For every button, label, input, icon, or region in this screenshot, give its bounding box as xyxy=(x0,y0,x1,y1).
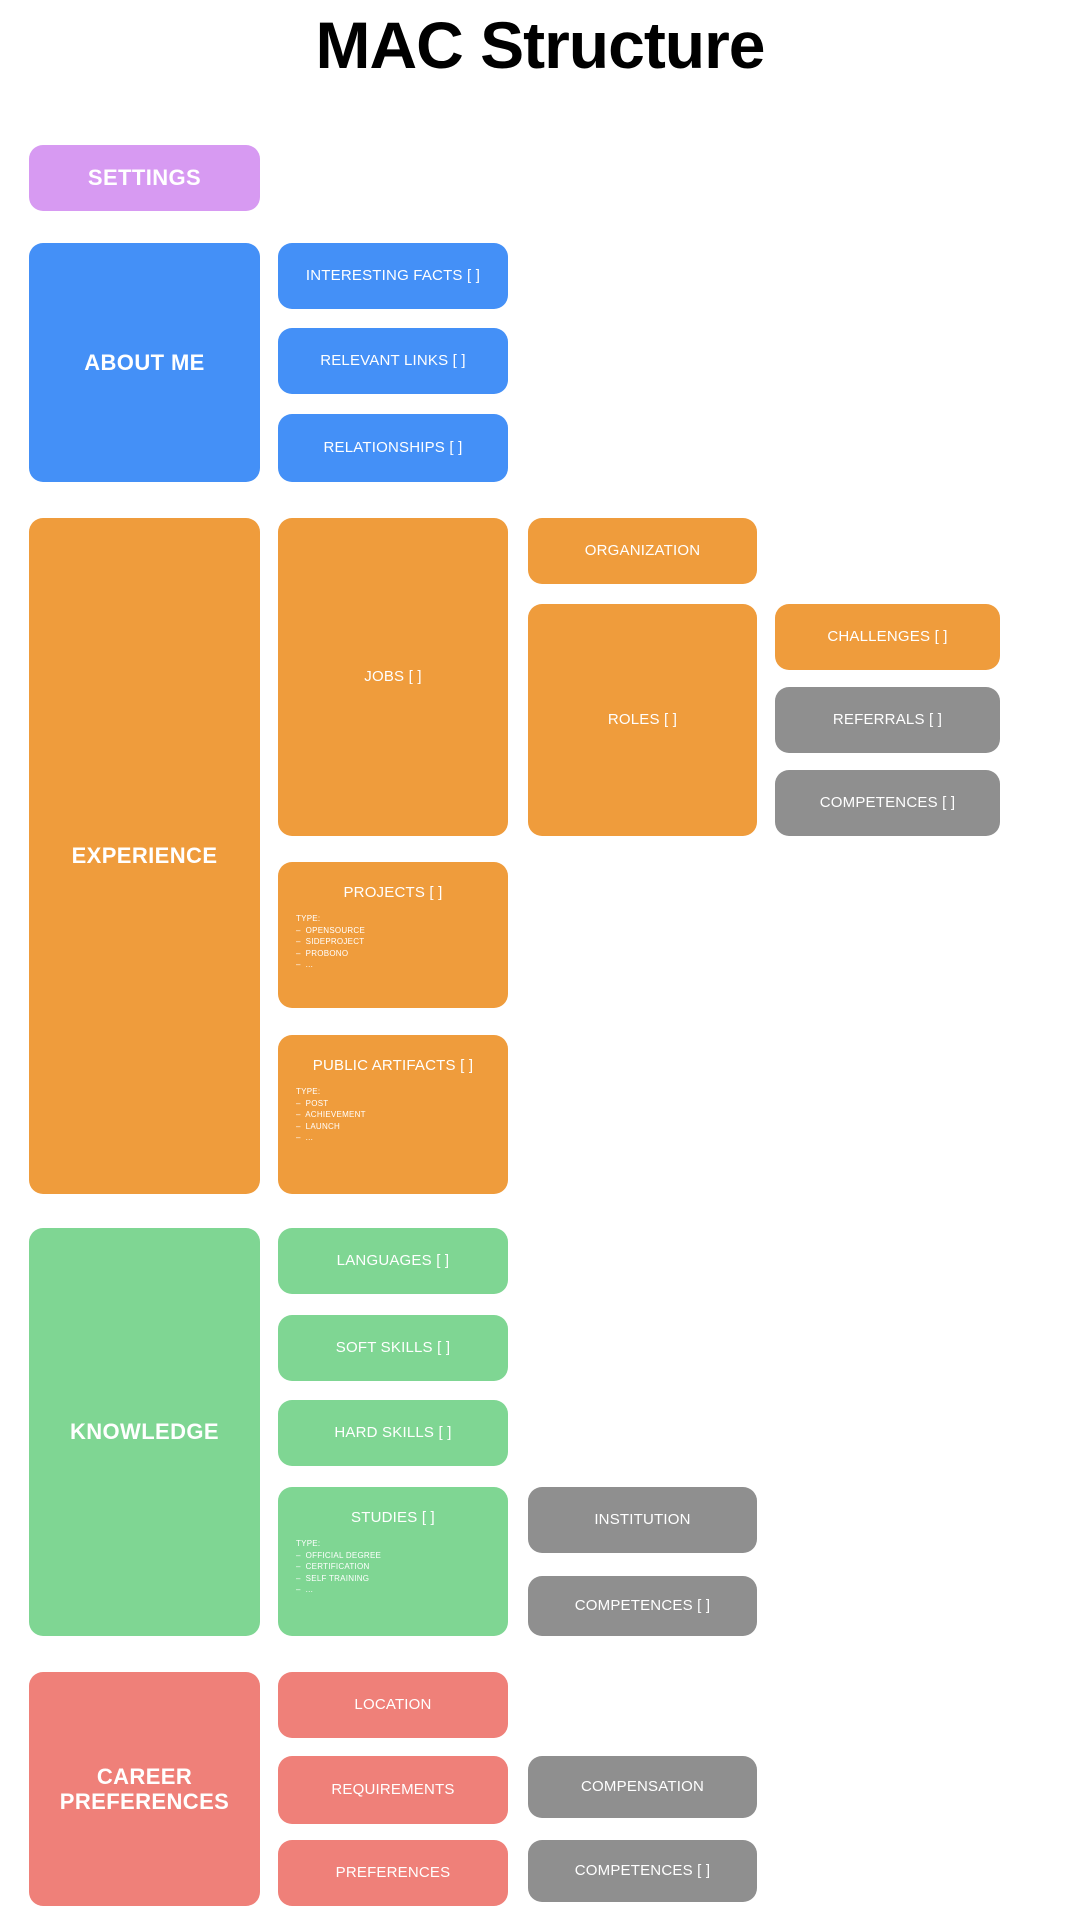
node-interesting-facts[interactable]: INTERESTING FACTS [ ] xyxy=(278,243,508,309)
node-experience-competences[interactable]: COMPETENCES [ ] xyxy=(775,770,1000,836)
page-title: MAC Structure xyxy=(315,8,765,82)
node-interesting-facts-label: INTERESTING FACTS [ ] xyxy=(305,267,481,285)
node-about-me-label: ABOUT ME xyxy=(84,349,205,375)
node-challenges-label: CHALLENGES [ ] xyxy=(827,628,948,646)
node-experience-label: EXPERIENCE xyxy=(71,843,218,869)
node-roles-label: ROLES [ ] xyxy=(607,711,678,729)
node-knowledge-competences-label: COMPETENCES [ ] xyxy=(574,1597,711,1615)
node-requirements-label: REQUIREMENTS xyxy=(331,1781,455,1799)
node-location-label: LOCATION xyxy=(354,1696,432,1714)
node-requirements[interactable]: REQUIREMENTS xyxy=(278,1756,508,1824)
projects-type-item: – OPENSOURCE xyxy=(296,925,366,935)
node-projects-label: PROJECTS [ ] xyxy=(343,884,443,901)
career-preferences-line2: PREFERENCES xyxy=(59,1789,230,1814)
node-compensation[interactable]: COMPENSATION xyxy=(528,1756,757,1818)
studies-type-head: TYPE: xyxy=(296,1539,321,1549)
node-institution-label: INSTITUTION xyxy=(594,1511,691,1529)
node-career-competences[interactable]: COMPETENCES [ ] xyxy=(528,1840,757,1902)
node-referrals[interactable]: REFERRALS [ ] xyxy=(775,687,1000,753)
node-relationships[interactable]: RELATIONSHIPS [ ] xyxy=(278,414,508,482)
node-knowledge[interactable]: KNOWLEDGE xyxy=(29,1228,260,1636)
node-languages[interactable]: LANGUAGES [ ] xyxy=(278,1228,508,1294)
studies-type-list: TYPE: – OFFICIAL DEGREE – CERTIFICATION … xyxy=(296,1538,508,1596)
node-settings[interactable]: SETTINGS xyxy=(29,145,260,211)
studies-type-item: – SELF TRAINING xyxy=(296,1573,370,1583)
node-challenges[interactable]: CHALLENGES [ ] xyxy=(775,604,1000,670)
node-experience[interactable]: EXPERIENCE xyxy=(29,518,260,1194)
node-organization-label: ORGANIZATION xyxy=(584,542,701,560)
public-artifacts-type-item: – ... xyxy=(296,1133,314,1143)
public-artifacts-type-item: – LAUNCH xyxy=(296,1121,341,1131)
node-preferences[interactable]: PREFERENCES xyxy=(278,1840,508,1906)
projects-type-head: TYPE: xyxy=(296,914,321,924)
studies-type-item: – ... xyxy=(296,1585,314,1595)
node-projects[interactable]: PROJECTS [ ] TYPE: – OPENSOURCE – SIDEPR… xyxy=(278,862,508,1008)
node-organization[interactable]: ORGANIZATION xyxy=(528,518,757,584)
studies-type-item: – OFFICIAL DEGREE xyxy=(296,1550,382,1560)
node-public-artifacts[interactable]: PUBLIC ARTIFACTS [ ] TYPE: – POST – ACHI… xyxy=(278,1035,508,1194)
node-relevant-links[interactable]: RELEVANT LINKS [ ] xyxy=(278,328,508,394)
studies-type-item: – CERTIFICATION xyxy=(296,1562,370,1572)
public-artifacts-type-item: – POST xyxy=(296,1098,329,1108)
node-experience-competences-label: COMPETENCES [ ] xyxy=(819,794,956,812)
node-roles[interactable]: ROLES [ ] xyxy=(528,604,757,836)
node-soft-skills-label: SOFT SKILLS [ ] xyxy=(335,1339,451,1357)
node-jobs[interactable]: JOBS [ ] xyxy=(278,518,508,836)
node-relationships-label: RELATIONSHIPS [ ] xyxy=(323,439,463,457)
node-career-competences-label: COMPETENCES [ ] xyxy=(574,1862,711,1880)
public-artifacts-type-head: TYPE: xyxy=(296,1087,321,1097)
node-studies[interactable]: STUDIES [ ] TYPE: – OFFICIAL DEGREE – CE… xyxy=(278,1487,508,1636)
node-soft-skills[interactable]: SOFT SKILLS [ ] xyxy=(278,1315,508,1381)
node-jobs-label: JOBS [ ] xyxy=(364,668,422,686)
node-compensation-label: COMPENSATION xyxy=(581,1778,704,1796)
projects-type-item: – ... xyxy=(296,960,314,970)
node-studies-label: STUDIES [ ] xyxy=(351,1509,435,1526)
projects-type-item: – PROBONO xyxy=(296,948,349,958)
projects-type-item: – SIDEPROJECT xyxy=(296,937,365,947)
node-referrals-label: REFERRALS [ ] xyxy=(832,711,943,729)
node-hard-skills-label: HARD SKILLS [ ] xyxy=(334,1424,452,1442)
node-relevant-links-label: RELEVANT LINKS [ ] xyxy=(320,352,466,370)
node-about-me[interactable]: ABOUT ME xyxy=(29,243,260,482)
node-public-artifacts-label: PUBLIC ARTIFACTS [ ] xyxy=(312,1057,474,1074)
node-settings-label: SETTINGS xyxy=(87,165,202,191)
career-preferences-line1: CAREER xyxy=(96,1763,193,1789)
public-artifacts-type-list: TYPE: – POST – ACHIEVEMENT – LAUNCH – ..… xyxy=(296,1086,508,1144)
node-preferences-label: PREFERENCES xyxy=(335,1864,451,1882)
node-hard-skills[interactable]: HARD SKILLS [ ] xyxy=(278,1400,508,1466)
node-knowledge-competences[interactable]: COMPETENCES [ ] xyxy=(528,1576,757,1636)
projects-type-list: TYPE: – OPENSOURCE – SIDEPROJECT – PROBO… xyxy=(296,913,508,971)
node-languages-label: LANGUAGES [ ] xyxy=(336,1252,450,1270)
public-artifacts-type-item: – ACHIEVEMENT xyxy=(296,1110,366,1120)
node-knowledge-label: KNOWLEDGE xyxy=(69,1419,220,1445)
node-location[interactable]: LOCATION xyxy=(278,1672,508,1738)
node-institution[interactable]: INSTITUTION xyxy=(528,1487,757,1553)
